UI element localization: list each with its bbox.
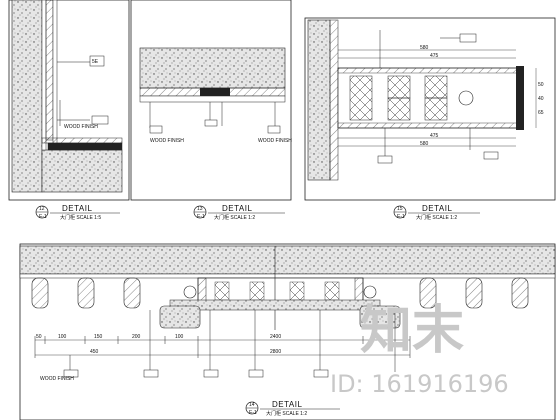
dim-label: 580 xyxy=(420,141,429,147)
dim-label: 100 xyxy=(58,334,67,340)
detail-ref: E-1 xyxy=(39,214,47,220)
detail-number: 15 xyxy=(397,206,403,212)
wood-finish-note: WOOD FINISH xyxy=(150,138,184,144)
panel-frame xyxy=(130,0,292,201)
wood-finish-note: WOOD FINISH xyxy=(258,138,292,144)
detail-scale: 大门柜 SCALE 1:2 xyxy=(416,214,457,221)
watermark-logo: 知末 xyxy=(360,301,464,361)
dim-label: 200 xyxy=(132,334,141,340)
detail-ref: E-1 xyxy=(197,214,205,220)
detail-title: DETAIL xyxy=(422,204,452,213)
watermark-id: ID: 161916196 xyxy=(330,370,509,398)
leader-tags xyxy=(69,310,396,372)
detail-title: DETAIL xyxy=(272,400,302,409)
ceiling-slab xyxy=(19,245,556,275)
dim-label: 475 xyxy=(430,133,439,139)
dim-label: 580 xyxy=(420,45,429,51)
wall-section xyxy=(11,0,43,193)
watermark: 知末 ID: 161916196 xyxy=(330,301,509,398)
detail-ref: E-1 xyxy=(249,410,257,416)
timber-beams xyxy=(31,277,529,309)
detail-panel-14: 50 100 150 200 100 450 2400 2800 WOOD FI… xyxy=(19,243,556,420)
detail-panel-13: WOOD FINISH WOOD FINISH 13 E-1 DETAIL 大门… xyxy=(130,0,292,221)
panel-frame xyxy=(8,0,130,201)
detail-scale: 大门柜 SCALE 1:2 xyxy=(266,410,307,417)
detail-ref: E-1 xyxy=(397,214,405,220)
detail-number: 13 xyxy=(197,206,203,212)
wood-finish-note: WOOD FINISH xyxy=(64,124,98,130)
dim-label: 50 xyxy=(36,334,42,340)
floor-section xyxy=(41,149,123,193)
detail-panel-15: 580 475 475 580 50 40 65 15 E-1 DETAIL 大… xyxy=(304,17,556,221)
dim-label: 2800 xyxy=(270,349,281,355)
wood-finish-note: WOOD FINISH xyxy=(40,376,74,382)
detail-title: DETAIL xyxy=(62,204,92,213)
detail-number: 14 xyxy=(249,402,255,408)
detail-number: 12 xyxy=(39,206,45,212)
detail-scale: 大门柜 SCALE 1:5 xyxy=(60,214,101,221)
dim-label: 100 xyxy=(175,334,184,340)
panel-frame xyxy=(304,17,556,201)
dim-label: 2400 xyxy=(270,334,281,340)
panel-frame xyxy=(19,243,556,420)
dim-ticks xyxy=(34,336,411,358)
dim-label: 450 xyxy=(90,349,99,355)
wall-section xyxy=(307,19,331,181)
dim-label: 150 xyxy=(94,334,103,340)
detail-title: DETAIL xyxy=(222,204,252,213)
note-label: 5E xyxy=(92,59,99,65)
dim-label: 65 xyxy=(538,110,544,116)
ceiling-section xyxy=(139,47,286,89)
dim-label: 40 xyxy=(538,96,544,102)
dim-label: 475 xyxy=(430,53,439,59)
detail-scale: 大门柜 SCALE 1:2 xyxy=(214,214,255,221)
dim-label: 50 xyxy=(538,82,544,88)
detail-panel-12: 5E WOOD FINISH 12 E-1 DETAIL 大门柜 SCALE 1… xyxy=(8,0,130,221)
